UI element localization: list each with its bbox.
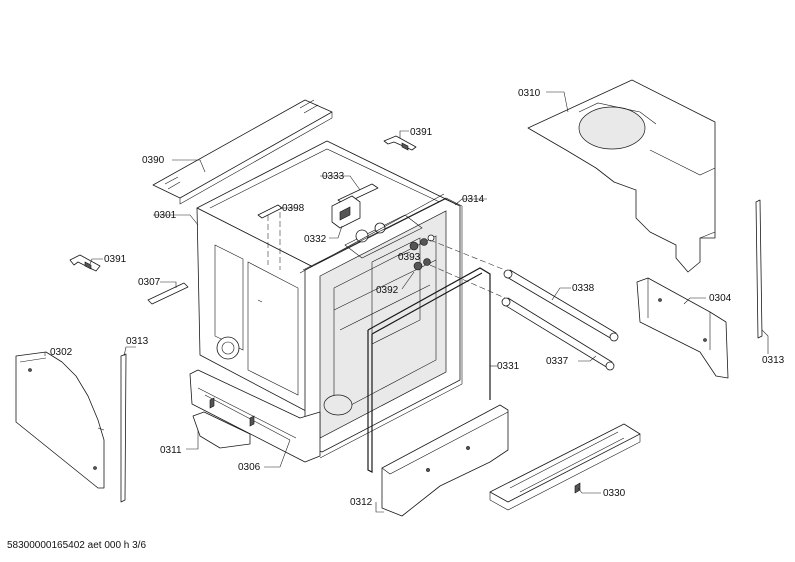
part-0331-frame[interactable] (367, 267, 491, 473)
label-0333: 0333 (322, 171, 345, 182)
part-0307-rod[interactable] (147, 282, 189, 305)
label-0392: 0392 (376, 285, 399, 296)
label-0337: 0337 (546, 356, 569, 367)
label-0301: 0301 (154, 210, 177, 221)
part-0337-rail[interactable] (501, 297, 615, 371)
part-0312-plinth[interactable] (381, 404, 509, 517)
label-0338: 0338 (572, 283, 595, 294)
label-0312: 0312 (350, 497, 373, 508)
label-0393: 0393 (398, 252, 421, 263)
label-0391-left: 0391 (104, 254, 127, 265)
part-0313-strip-right[interactable] (755, 199, 763, 339)
label-0304: 0304 (709, 293, 732, 304)
part-0338-rail[interactable] (503, 269, 619, 342)
label-0398: 0398 (282, 203, 305, 214)
part-0313-strip-left[interactable] (120, 353, 127, 503)
label-0310: 0310 (518, 88, 541, 99)
label-0332: 0332 (304, 234, 327, 245)
part-0311-insulation[interactable] (192, 411, 251, 449)
part-0392-fitting[interactable] (413, 258, 431, 271)
label-0390: 0390 (142, 155, 165, 166)
part-0390-top-strip[interactable] (152, 99, 333, 205)
label-0306: 0306 (238, 462, 261, 473)
label-0307: 0307 (138, 277, 161, 288)
part-0391-clip-upper[interactable] (383, 135, 417, 151)
label-0330: 0330 (603, 488, 626, 499)
label-0313-left: 0313 (126, 336, 149, 347)
part-0304-side-panel[interactable] (636, 277, 729, 379)
label-0391-upper: 0391 (410, 127, 433, 138)
document-code: 58300000165402 aet 000 h 3/6 (7, 540, 147, 551)
label-0313-right: 0313 (762, 355, 785, 366)
part-0302-side-panel[interactable] (15, 351, 105, 489)
label-0302: 0302 (50, 347, 73, 358)
part-0330-base-tray[interactable] (489, 423, 641, 511)
label-0331: 0331 (497, 361, 520, 372)
label-0311: 0311 (160, 445, 182, 456)
part-0393-fitting[interactable] (409, 234, 435, 251)
part-0332-lock[interactable] (331, 195, 361, 229)
part-0391-clip-left[interactable] (69, 254, 101, 272)
part-0310-insulation-top[interactable] (527, 79, 716, 273)
label-0314: 0314 (462, 194, 485, 205)
part-0314-door-seal[interactable] (299, 193, 463, 459)
part-0301-tub[interactable] (196, 140, 461, 453)
part-0306-base[interactable] (189, 369, 321, 463)
